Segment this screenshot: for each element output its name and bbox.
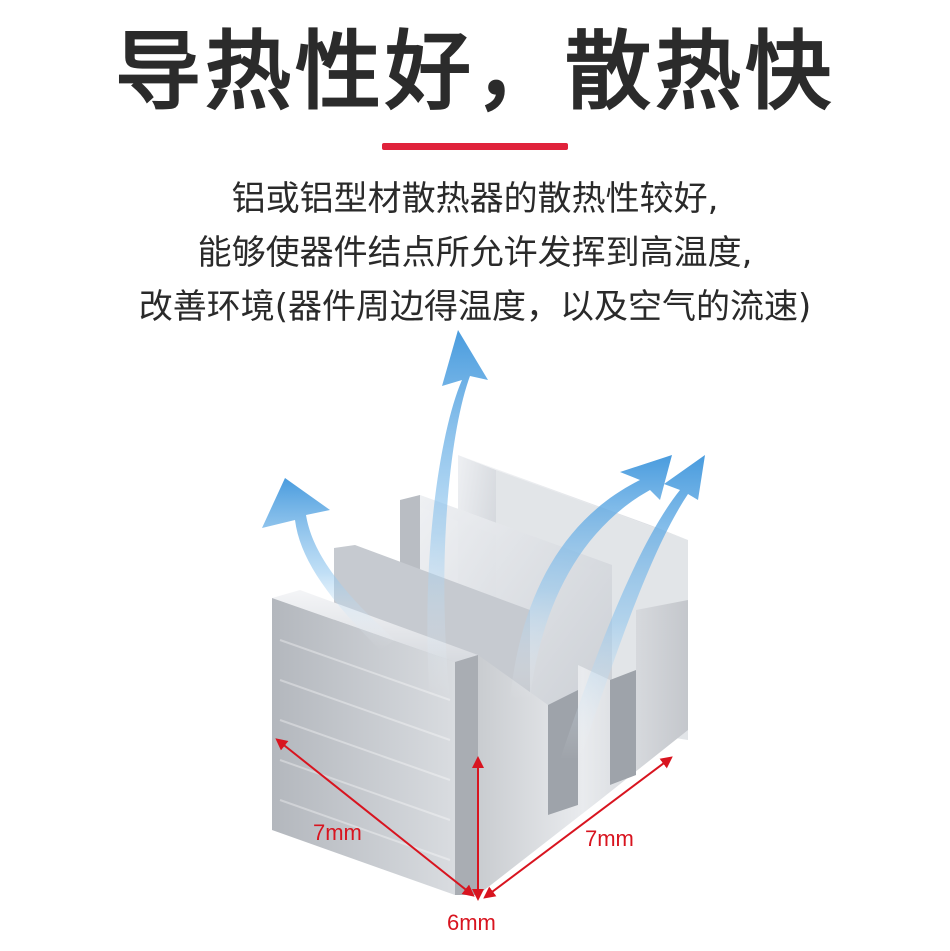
dimension-label-left: 7mm xyxy=(313,820,362,845)
airflow-arrow-center xyxy=(427,330,488,700)
description-block: 铝或铝型材散热器的散热性较好, 能够使器件结点所允许发挥到高温度, 改善环境(器… xyxy=(0,172,950,334)
dimension-label-right: 7mm xyxy=(585,826,634,851)
description-line: 能够使器件结点所允许发挥到高温度, xyxy=(197,233,753,273)
airflow-arrow-right xyxy=(560,455,705,760)
airflow-arrows xyxy=(262,330,705,760)
dimension-line-left xyxy=(275,738,475,897)
dimension-line-right xyxy=(483,756,673,899)
accent-divider xyxy=(382,143,568,150)
airflow-arrow-left xyxy=(262,478,395,650)
dimension-lines xyxy=(275,738,673,901)
description-line: 铝或铝型材散热器的散热性较好, xyxy=(231,179,719,219)
dimension-label-bottom: 6mm xyxy=(447,910,496,935)
headline: 导热性好，散热快 xyxy=(115,22,835,122)
description-line: 改善环境(器件周边得温度，以及空气的流速) xyxy=(138,287,812,327)
heatsink-illustration xyxy=(262,330,705,901)
airflow-arrow-right-center xyxy=(510,455,672,700)
